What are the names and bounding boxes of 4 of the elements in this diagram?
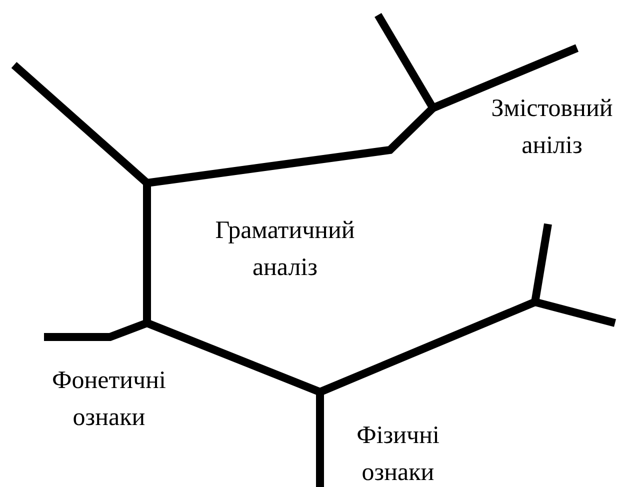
branch-label: Граматичний аналіз xyxy=(214,216,356,283)
branch-label: Фонетичні ознаки xyxy=(51,366,167,433)
branch-label: Фізичні ознаки xyxy=(356,421,440,487)
branch-label: Змістовний аніліз xyxy=(490,94,614,161)
